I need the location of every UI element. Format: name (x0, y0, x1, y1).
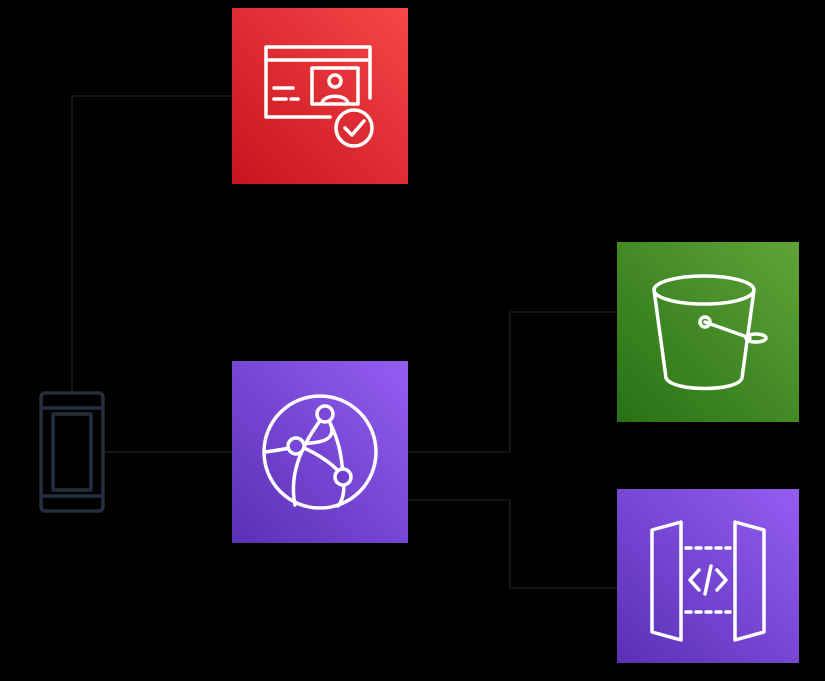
client-node[interactable] (39, 391, 105, 513)
edge-cloudfront-apigw (408, 499, 617, 589)
cloudfront-globe-icon (262, 394, 378, 510)
s3-bucket-icon (652, 274, 768, 391)
identity-verification-icon (264, 45, 374, 148)
cognito-tile (232, 8, 408, 184)
mobile-device-icon (39, 391, 105, 513)
connector-lines (71, 95, 617, 589)
api-gateway-icon (650, 520, 766, 642)
cloudfront-node[interactable] (232, 361, 408, 543)
s3-node[interactable] (617, 242, 799, 422)
edge-client-cognito (71, 95, 232, 392)
api-gateway-node[interactable] (617, 489, 799, 663)
cognito-node[interactable] (232, 8, 408, 184)
edge-cloudfront-s3 (408, 311, 617, 453)
s3-tile (617, 242, 799, 422)
cloudfront-tile (232, 361, 408, 543)
